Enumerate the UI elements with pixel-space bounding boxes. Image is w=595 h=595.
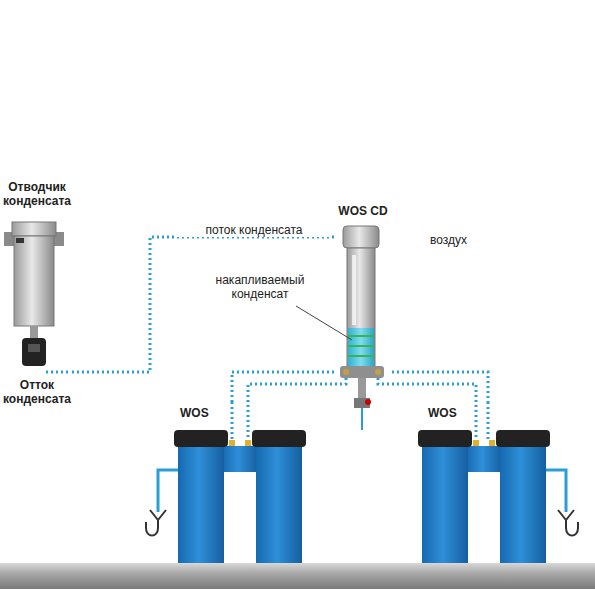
edge-label: поток конденсата	[176, 223, 332, 237]
condensate-flow-line	[392, 372, 488, 402]
wos-separator	[418, 430, 578, 563]
unit-node: WOS	[412, 402, 554, 565]
unit-name: WOS	[180, 406, 220, 420]
unit-name: WOS CD	[334, 204, 392, 218]
condensate-flow-line	[72, 237, 334, 372]
unit-name: WOS	[428, 406, 468, 420]
air-label: воздух	[430, 233, 510, 247]
unit-node: WOS CD	[334, 204, 392, 380]
condensate-flow-line	[232, 372, 334, 402]
heading: Отводчик конденсата	[2, 180, 72, 208]
footer-label: Отток конденсата	[2, 378, 72, 406]
drain-trap	[4, 222, 64, 366]
wos-separator	[146, 430, 306, 563]
unit-node: Отводчик конденсатаОтток конденсата	[2, 180, 72, 412]
condensate-label: накапливаемый конденсат	[200, 273, 320, 301]
unit-node: WOS	[168, 402, 310, 565]
wos-cd-filter	[340, 226, 384, 430]
